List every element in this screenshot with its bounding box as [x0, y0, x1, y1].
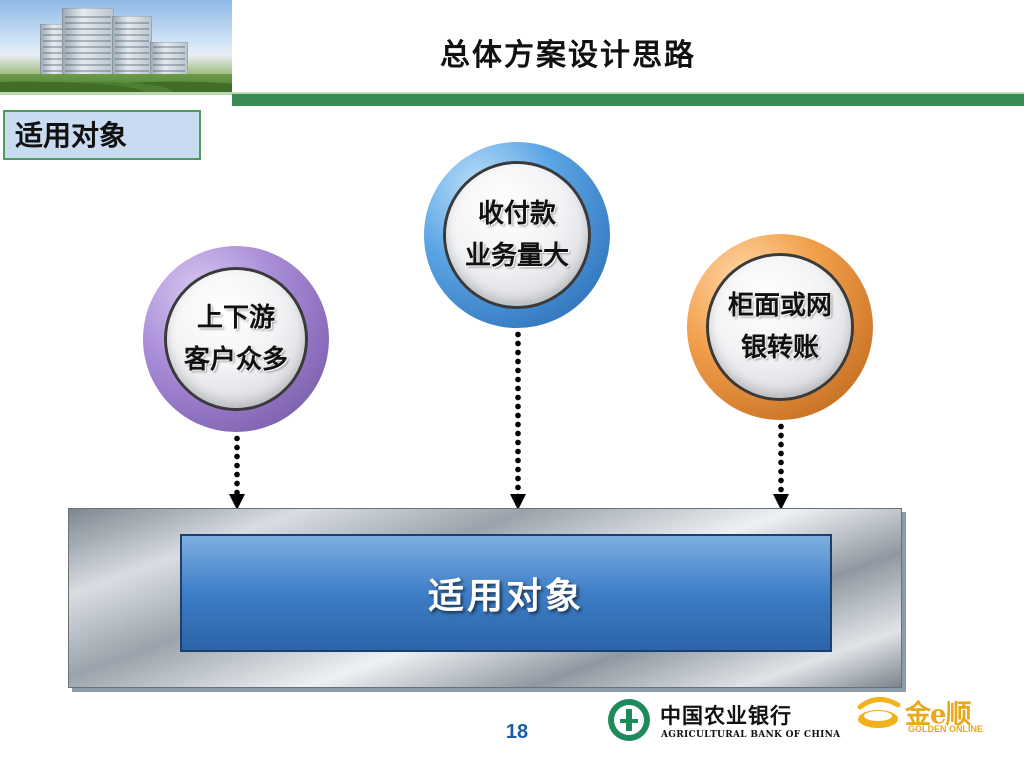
dotted-line	[515, 330, 521, 494]
circle-downstream-customers: 上下游 客户众多	[143, 246, 329, 432]
circle-counter-transfer: 柜面或网 银转账	[687, 234, 873, 420]
circle-text-line2: 业务量大	[464, 241, 569, 271]
header-building-photo	[0, 0, 232, 92]
section-label: 适用对象	[3, 110, 201, 160]
arrow-down-icon	[510, 494, 526, 510]
circle-text-line1: 收付款	[477, 199, 556, 229]
circle-inner: 收付款 业务量大	[446, 164, 588, 306]
abc-bank-logo-icon	[608, 699, 650, 741]
brand-name-en: GOLDEN ONLINE	[908, 724, 984, 734]
circle-text-line1: 上下游	[196, 303, 275, 333]
circle-text-line2: 客户众多	[183, 345, 288, 375]
arrow-down-icon	[229, 494, 245, 510]
circle-payment-volume: 收付款 业务量大	[424, 142, 610, 328]
bank-name-en: AGRICULTURAL BANK OF CHINA	[661, 730, 841, 740]
circle-text-line1: 柜面或网	[727, 291, 832, 321]
dotted-arrow-left	[229, 434, 245, 510]
dotted-line	[778, 422, 784, 494]
dotted-arrow-middle	[510, 330, 526, 510]
target-panel-label: 适用对象	[427, 575, 584, 617]
bank-name-cn: 中国农业银行	[660, 703, 792, 728]
target-panel-label-box: 适用对象	[180, 534, 832, 652]
header-divider-light	[0, 92, 1024, 95]
arrow-down-icon	[773, 494, 789, 510]
circle-text-line2: 银转账	[740, 333, 819, 363]
brand-name-cn: 金e顺	[905, 700, 972, 730]
golden-online-logo-icon	[857, 697, 901, 728]
header-divider-bar	[232, 94, 1024, 106]
building	[62, 8, 114, 82]
dotted-line	[234, 434, 240, 494]
trees	[0, 74, 232, 92]
building	[112, 16, 152, 82]
dotted-arrow-right	[773, 422, 789, 510]
slide-title: 总体方案设计思路	[440, 38, 696, 73]
circle-inner: 柜面或网 银转账	[709, 256, 851, 398]
page-number: 18	[505, 721, 529, 743]
circle-inner: 上下游 客户众多	[167, 270, 305, 408]
